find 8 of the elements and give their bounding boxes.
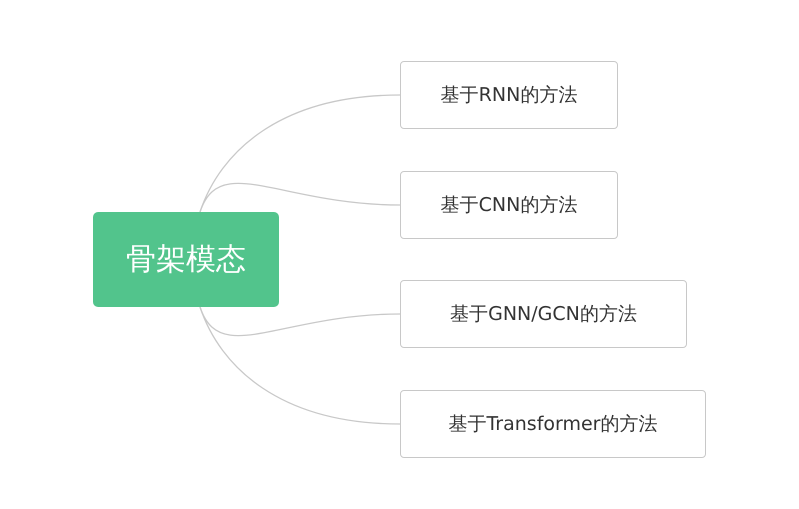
connector-line bbox=[199, 306, 400, 425]
topic-box: 基于Transformer的方法 bbox=[400, 390, 706, 458]
central-topic-box: 骨架模态 bbox=[93, 212, 279, 307]
connector-line bbox=[199, 182, 400, 212]
topic-box: 基于RNN的方法 bbox=[400, 61, 618, 129]
topic-box: 基于GNN/GCN的方法 bbox=[400, 280, 687, 348]
connector-line bbox=[199, 94, 400, 212]
topic-box: 基于CNN的方法 bbox=[400, 171, 618, 239]
